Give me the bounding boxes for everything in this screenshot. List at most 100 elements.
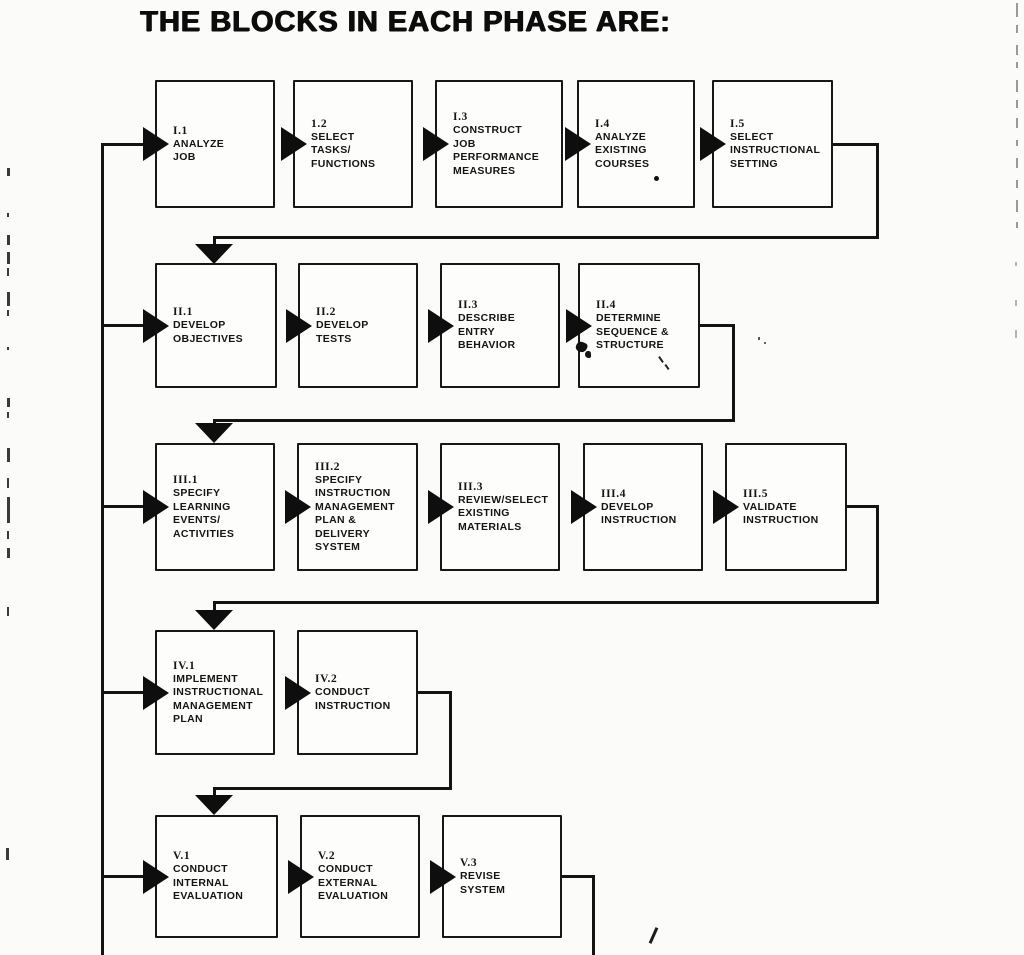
scan-artifact [1016,62,1018,68]
scan-artifact [1016,25,1018,33]
block-number: III.5 [743,487,769,500]
connector-p3-p4 [213,601,879,604]
arrow-down-icon [195,244,233,264]
scan-artifact [1016,3,1018,17]
scan-artifact [7,213,9,217]
scan-artifact [7,497,10,523]
scan-artifact [1016,118,1018,128]
block-title: REVIEW/SELECT EXISTING MATERIALS [458,493,549,533]
connector-p1-p2 [213,236,216,248]
scan-artifact [7,268,9,276]
block-iii5: III.5 VALIDATE INSTRUCTION [713,443,847,571]
block-number: III.2 [315,460,341,473]
connector-p2-p3 [700,324,735,327]
block-title: SPECIFY LEARNING EVENTS/ ACTIVITIES [173,487,235,540]
connector-p4-p5 [213,787,452,790]
block-title: IMPLEMENT INSTRUCTIONAL MANAGEMENT PLAN [173,672,264,726]
scan-artifact [1016,180,1018,188]
scan-artifact [7,292,10,306]
arrow-down-icon [195,610,233,630]
block-number: I.3 [453,111,468,123]
block-title: DEVELOP OBJECTIVES [173,319,244,345]
block-number: II.3 [458,299,478,312]
block-iii1: III.1 SPECIFY LEARNING EVENTS/ ACTIVITIE… [143,443,275,571]
arrow-right-icon [288,859,314,894]
arrow-down-icon [195,795,233,815]
block-number: II.2 [316,306,336,318]
feedback-line [101,143,104,955]
connector-p3-p4 [213,601,216,612]
block-ii3: II.3 DESCRIBE ENTRY BEHAVIOR [428,263,560,388]
block-number: I.4 [595,117,610,130]
block-number: IV.1 [173,659,196,672]
arrow-right-icon [428,308,454,343]
scan-artifact [7,235,10,245]
block-number: II.1 [173,306,193,318]
block-iii4: III.4 DEVELOP INSTRUCTION [571,443,703,571]
arrow-right-icon [430,859,456,894]
block-ii2: II.2 DEVELOP TESTS [286,263,418,388]
block-title: CONSTRUCT JOB PERFORMANCE MEASURES [453,124,540,177]
block-title: DETERMINE SEQUENCE & STRUCTURE [596,312,669,352]
block-i2: 1.2 SELECT TASKS/ FUNCTIONS [281,80,413,208]
block-number: V.2 [318,850,336,863]
scan-artifact [7,398,10,407]
connector-p3-p4 [847,505,879,508]
block-title: REVISE SYSTEM [460,870,506,896]
scan-artifact [7,531,9,539]
page-title: THE BLOCKS IN EACH PHASE ARE: [140,6,671,38]
arrow-down-icon [195,423,233,443]
arrow-right-icon [423,127,449,161]
scan-artifact [7,478,9,488]
block-title: DESCRIBE ENTRY BEHAVIOR [458,312,516,352]
block-v3: V.3 REVISE SYSTEM [430,815,562,938]
block-v2: V.2 CONDUCT EXTERNAL EVALUATION [288,815,420,938]
block-number: V.3 [460,857,478,869]
scan-artifact [7,252,10,264]
block-ii1: II.1 DEVELOP OBJECTIVES [143,263,277,388]
scan-artifact [764,342,766,344]
block-i1: I.1 ANALYZE JOB [143,80,275,208]
scan-artifact [585,351,591,358]
block-i5: I.5 SELECT INSTRUCTIONAL SETTING [700,80,833,208]
arrow-right-icon [713,490,739,524]
feedback-stub-phase5 [101,875,145,878]
block-number: II.4 [596,299,616,312]
connector-p1-p2 [833,143,879,146]
block-i4: I.4 ANALYZE EXISTING COURSES [565,80,695,208]
connector-p2-p3 [213,419,735,422]
connector-p1-p2 [213,236,879,239]
scan-artifact [648,927,659,944]
block-number: V.1 [173,850,191,863]
scan-artifact [7,607,9,616]
block-title: ANALYZE EXISTING COURSES [595,130,650,170]
block-number: I.5 [730,117,745,130]
connector-p4-p5 [213,787,216,797]
block-iv2: IV.2 CONDUCT INSTRUCTION [285,630,418,755]
block-title: SELECT TASKS/ FUNCTIONS [311,130,376,170]
block-title: SPECIFY INSTRUCTION MANAGEMENT PLAN & DE… [315,473,395,554]
scan-artifact [7,548,10,558]
block-title: CONDUCT EXTERNAL EVALUATION [318,863,389,903]
block-i3: I.3 CONSTRUCT JOB PERFORMANCE MEASURES [423,80,563,208]
arrow-right-icon [143,308,169,343]
arrow-right-icon [571,490,597,524]
scan-artifact [7,448,10,462]
block-title: DEVELOP TESTS [316,319,369,345]
scan-artifact [1016,100,1018,108]
scan-artifact [7,412,9,418]
block-number: III.3 [458,480,484,493]
scan-artifact [1015,300,1017,306]
scan-artifact [1015,262,1017,266]
connector-p2-p3 [732,324,735,422]
block-title: ANALYZE JOB [173,137,225,164]
block-number: IV.2 [315,673,338,685]
arrow-right-icon [143,859,169,894]
block-iv1: IV.1 IMPLEMENT INSTRUCTIONAL MANAGEMENT … [143,630,275,755]
scan-artifact [1016,45,1018,55]
scan-artifact [6,848,9,860]
feedback-stub-phase2 [101,324,145,327]
scan-artifact [7,168,10,176]
block-number: 1.2 [311,117,328,130]
